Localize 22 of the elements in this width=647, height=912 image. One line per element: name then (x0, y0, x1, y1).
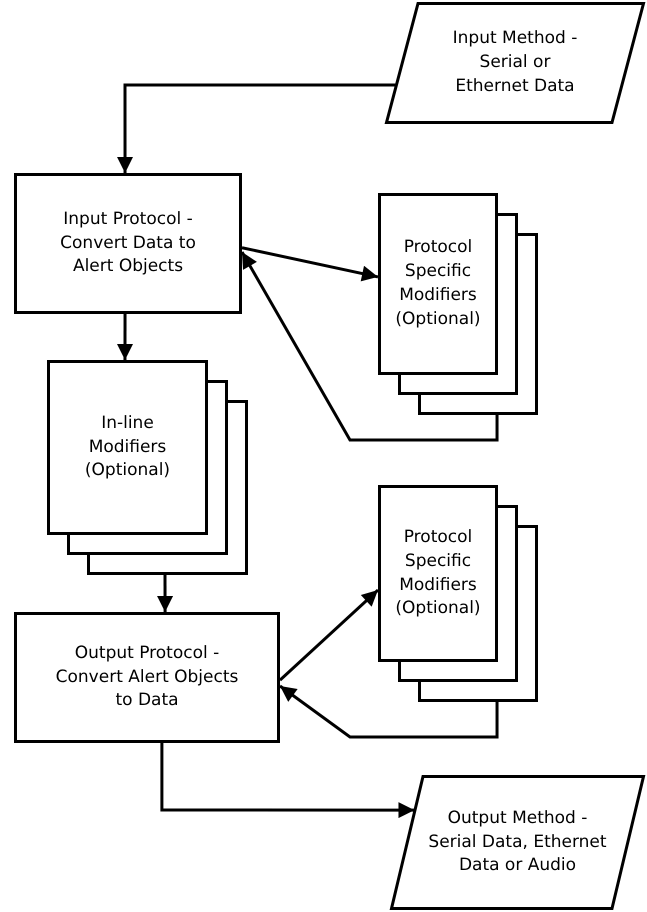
node-label: Input Method - Serial or Ethernet Data (452, 27, 578, 98)
stacked-box (47, 360, 248, 575)
node-label: Output Method - Serial Data, Ethernet Data or Audio (427, 806, 608, 878)
process-box (14, 612, 280, 743)
node-label: Protocol Specific Modifiers (Optional) (394, 526, 482, 620)
stacked-box (378, 485, 538, 702)
stacked-box (378, 193, 538, 415)
arrow (278, 588, 380, 682)
io-parallelogram (390, 775, 645, 910)
node-label: Protocol Specific Modifiers (Optional) (394, 236, 482, 331)
arrow (117, 83, 396, 173)
arrow (117, 314, 133, 360)
process-box (14, 173, 242, 314)
arrow (160, 743, 414, 818)
node-label: In-line Modifiers (Optional) (84, 412, 172, 482)
io-parallelogram (385, 2, 645, 124)
node-label: Input Protocol - Convert Data to Alert Objects (59, 208, 197, 278)
node-label: Output Protocol - Convert Alert Objects to Data (54, 642, 240, 712)
arrow (240, 251, 499, 442)
arrow (242, 246, 378, 282)
arrow (157, 575, 174, 612)
arrow (279, 684, 499, 738)
